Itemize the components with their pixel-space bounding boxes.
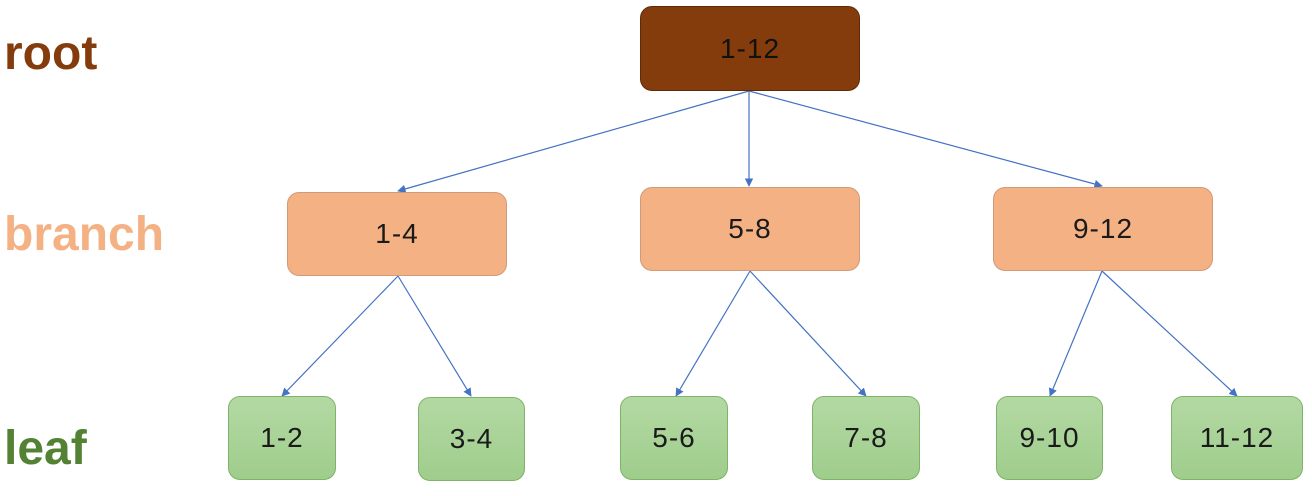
- root-node: 1-12: [640, 6, 860, 91]
- edge-branch-3-to-leaf-5: [1049, 270, 1103, 397]
- edge-root-to-branch-3: [748, 90, 1103, 189]
- level-label-root: root: [4, 27, 98, 80]
- edge-branch-1-to-leaf-2: [397, 275, 472, 397]
- branch-node-2: 5-8: [640, 187, 860, 271]
- leaf-node-6: 11-12: [1171, 396, 1303, 480]
- edge-branch-3-to-leaf-6: [1101, 270, 1238, 397]
- leaf-node-3: 5-6: [620, 396, 728, 480]
- branch-node-1: 1-4: [287, 192, 507, 276]
- edge-branch-2-to-leaf-3: [675, 270, 751, 397]
- edge-root-to-branch-1: [397, 90, 750, 193]
- leaf-node-5: 9-10: [996, 396, 1103, 480]
- leaf-node-4: 7-8: [812, 396, 920, 480]
- branch-node-3: 9-12: [993, 187, 1213, 271]
- level-label-branch: branch: [4, 208, 165, 261]
- leaf-node-2: 3-4: [418, 397, 525, 481]
- edge-branch-2-to-leaf-4: [749, 270, 867, 397]
- edge-branch-1-to-leaf-1: [281, 275, 399, 397]
- leaf-node-1: 1-2: [228, 396, 336, 480]
- level-label-leaf: leaf: [4, 422, 87, 475]
